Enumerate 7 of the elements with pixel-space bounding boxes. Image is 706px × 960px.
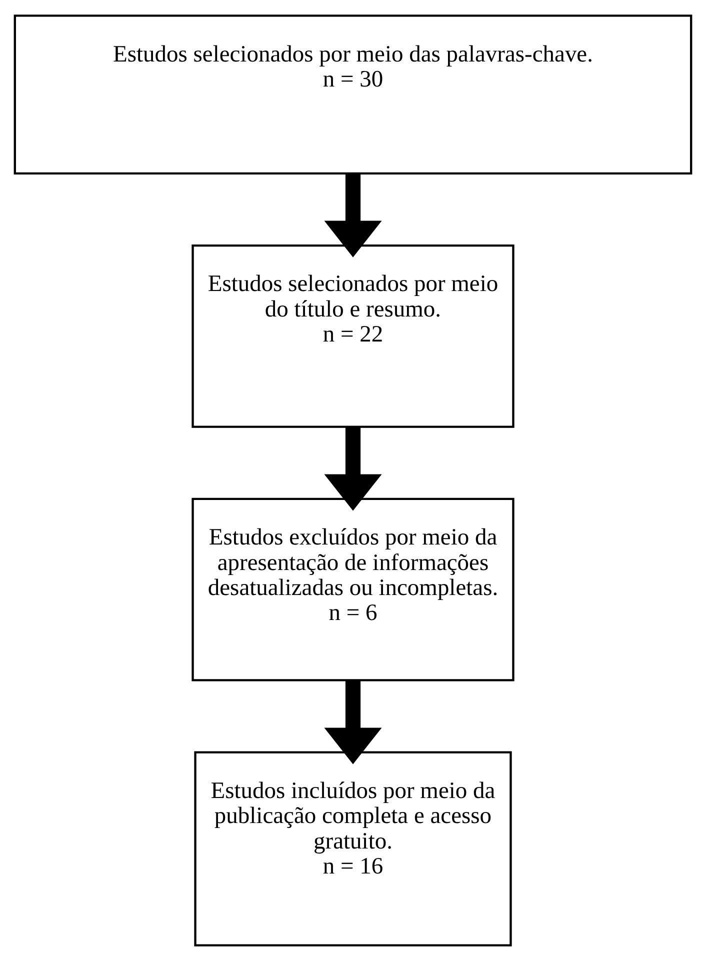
node-box: Estudos selecionados por meio das palavras-chave. n = 30 <box>14 14 692 174</box>
node-box: Estudos selecionados por meio do título e resumo. n = 22 <box>192 244 514 428</box>
node-box: Estudos incluídos por meio da publicação completa e acesso gratuito. n = 16 <box>194 750 512 946</box>
node-box: Estudos excluídos por meio da apresentação de informações desatualizadas ou incompletas. n = 6 <box>192 497 514 681</box>
arrow <box>324 173 382 257</box>
arrow <box>324 426 382 510</box>
arrow <box>324 680 382 764</box>
